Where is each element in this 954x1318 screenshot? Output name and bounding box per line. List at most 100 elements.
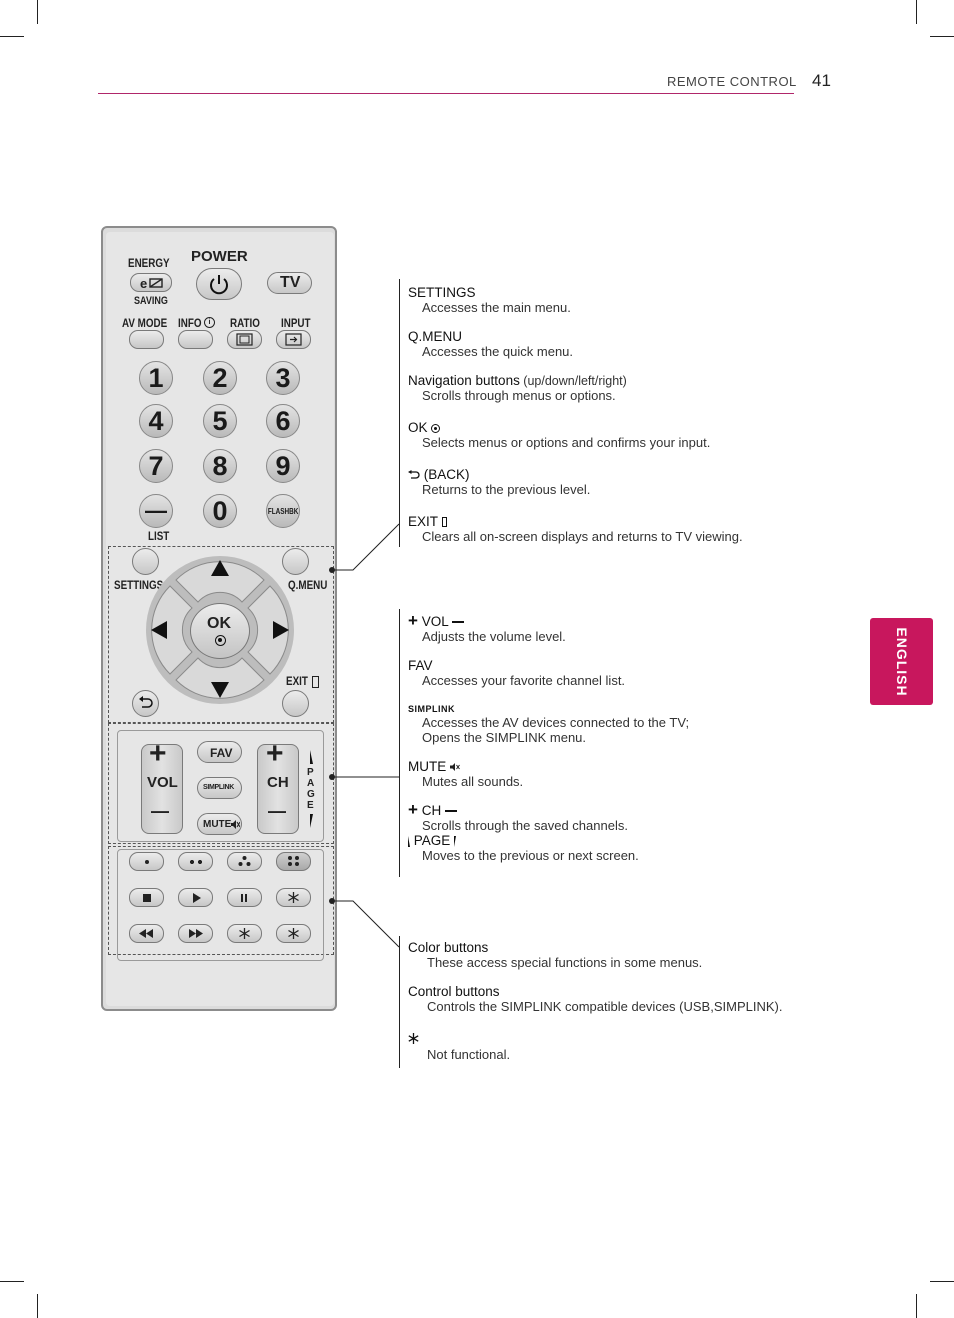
page-down-icon (310, 814, 313, 828)
crop-mark (930, 1281, 954, 1282)
number-button-0[interactable]: 0 (203, 494, 237, 528)
section-title: REMOTE CONTROL (667, 74, 797, 89)
list-dash-button[interactable]: — (139, 494, 173, 528)
page-text: Moves to the previous or next screen. (422, 848, 639, 863)
energy-saving-button[interactable]: e (130, 273, 172, 292)
page-title: PAGE (408, 833, 828, 848)
back-button[interactable] (132, 690, 159, 717)
ch-title-text: CH (421, 803, 442, 818)
exit-title: EXIT (408, 514, 828, 529)
energy-label: ENERGY (128, 256, 170, 270)
mute-title-text: MUTE (408, 759, 447, 774)
down-triangle-icon (211, 682, 229, 698)
settings-title: SETTINGS (408, 285, 476, 300)
stop-icon (143, 894, 151, 902)
number-button-5[interactable]: 5 (203, 404, 237, 438)
number-button-8[interactable]: 8 (203, 449, 237, 483)
asterisk-icon (239, 928, 250, 939)
stop-button[interactable] (129, 888, 164, 907)
fav-button[interactable]: FAV (197, 741, 242, 763)
fast-forward-button[interactable] (178, 924, 213, 943)
yellow-color-button[interactable] (227, 852, 262, 871)
page-letter-g: G (307, 789, 315, 800)
simplink-button[interactable]: SIMPLINK (197, 777, 242, 799)
group2-bracket (399, 609, 400, 877)
play-button[interactable] (178, 888, 213, 907)
qmenu-text: Accesses the quick menu. (422, 344, 574, 359)
ratio-button[interactable] (227, 330, 262, 349)
exit-icon (312, 676, 319, 688)
group3-bracket (399, 936, 400, 1068)
number-button-1[interactable]: 1 (139, 361, 173, 395)
control-buttons-title: Control buttons (408, 984, 500, 999)
up-triangle-icon (211, 560, 229, 576)
ok-button[interactable]: OK (190, 603, 250, 659)
mute-button[interactable]: MUTE (197, 813, 242, 835)
qmenu-label: Q.MENU (288, 578, 328, 592)
input-icon (285, 333, 302, 346)
rewind-button[interactable] (129, 924, 164, 943)
volume-channel-panel (117, 730, 324, 842)
qmenu-button[interactable] (282, 548, 309, 575)
asterisk-icon (408, 1032, 419, 1044)
av-mode-label: AV MODE (122, 316, 168, 330)
not-functional-button-3[interactable] (276, 924, 311, 943)
info-icon: i (204, 317, 215, 328)
ratio-icon (236, 333, 253, 346)
number-button-3[interactable]: 3 (266, 361, 300, 395)
info-label: INFO (178, 316, 202, 330)
input-button[interactable] (276, 330, 311, 349)
exit-label: EXIT (286, 674, 308, 688)
not-functional-button-1[interactable] (276, 888, 311, 907)
av-mode-button[interactable] (129, 330, 164, 349)
fast-forward-icon (189, 929, 203, 938)
up-arrow-button[interactable] (175, 561, 265, 603)
mute-text: Mutes all sounds. (422, 774, 524, 789)
exit-text: Clears all on-screen displays and return… (422, 529, 743, 544)
simplink-logo: SIMPLINK (408, 704, 456, 714)
qmenu-title: Q.MENU (408, 329, 462, 344)
settings-button[interactable] (132, 548, 159, 575)
channel-rocker[interactable] (257, 744, 299, 834)
left-arrow-button[interactable] (151, 585, 193, 675)
blue-color-button[interactable] (276, 852, 311, 871)
number-button-6[interactable]: 6 (266, 404, 300, 438)
tv-button[interactable]: TV (267, 272, 312, 294)
navigation-text: Scrolls through menus or options. (422, 388, 616, 403)
red-color-button[interactable] (129, 852, 164, 871)
green-color-button[interactable] (178, 852, 213, 871)
color-buttons-title: Color buttons (408, 940, 489, 955)
flashbk-button[interactable]: FLASHBK (266, 494, 300, 528)
not-functional-button-2[interactable] (227, 924, 262, 943)
fav-label: FAV (210, 746, 233, 760)
page-letter-a: A (307, 778, 315, 789)
back-title-text: (BACK) (423, 467, 470, 482)
saving-label: SAVING (134, 295, 168, 307)
power-button[interactable] (196, 268, 242, 300)
down-arrow-button[interactable] (175, 657, 265, 699)
navigation-pad-arrows (151, 560, 289, 699)
mute-title: MUTE (408, 759, 828, 774)
not-functional-text: Not functional. (427, 1047, 511, 1062)
vol-title-text: VOL (421, 614, 449, 629)
left-triangle-icon (151, 621, 167, 639)
page-letter-p: P (307, 767, 314, 778)
exit-button[interactable] (282, 690, 309, 717)
number-button-2[interactable]: 2 (203, 361, 237, 395)
channel-label: CH (267, 774, 289, 791)
not-functional-title (408, 1030, 828, 1045)
simplink-label: SIMPLINK (203, 784, 235, 791)
power-label: POWER (191, 248, 248, 265)
number-button-9[interactable]: 9 (266, 449, 300, 483)
info-button[interactable] (178, 330, 213, 349)
volume-rocker[interactable] (141, 744, 183, 834)
leaf-icon: e (140, 276, 163, 291)
page-title-text: PAGE (413, 833, 451, 848)
rewind-icon (139, 929, 153, 938)
number-button-7[interactable]: 7 (139, 449, 173, 483)
pause-button[interactable] (227, 888, 262, 907)
number-button-4[interactable]: 4 (139, 404, 173, 438)
exit-title-text: EXIT (408, 514, 438, 529)
svg-text:e: e (140, 276, 147, 291)
right-arrow-button[interactable] (247, 585, 289, 675)
